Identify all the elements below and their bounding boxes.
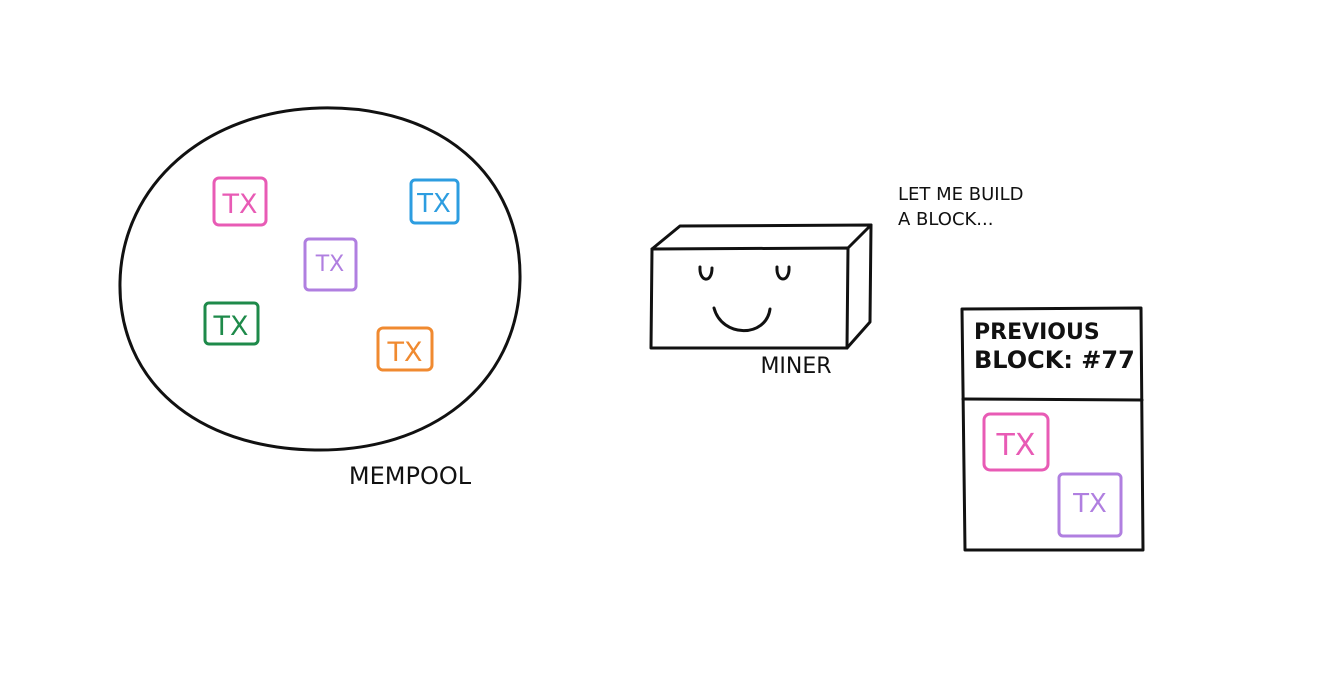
miner-smile [712, 306, 772, 332]
tx-label: TX [315, 252, 345, 277]
mempool-tx-1: TX [212, 176, 268, 227]
tx-box [1057, 472, 1123, 538]
block-group: PREVIOUS BLOCK: #77 TX TX [960, 306, 1145, 552]
tx-box [409, 178, 460, 225]
tx-label: TX [996, 428, 1036, 463]
miner-speech-line-2: A BLOCK... [898, 209, 993, 230]
mempool-tx-5: TX [376, 326, 434, 372]
mempool-label: MEMPOOL [349, 462, 472, 490]
mempool-group: TX TX TX TX TX MEMPOOL [118, 106, 522, 490]
miner-right-eye [775, 265, 791, 281]
tx-box [982, 412, 1050, 472]
block-header-line-2: BLOCK: #77 [974, 346, 1135, 374]
miner-side-face [845, 223, 873, 350]
mempool-tx-2: TX [409, 178, 460, 225]
miner-left-eye [698, 265, 714, 281]
tx-label: TX [416, 189, 451, 219]
tx-label: TX [387, 337, 423, 368]
block-header-line-1: PREVIOUS [974, 320, 1100, 345]
tx-box [203, 301, 260, 346]
block-tx-1: TX [982, 412, 1050, 472]
mempool-tx-4: TX [203, 301, 260, 346]
miner-top-face [650, 223, 873, 251]
mempool-circle [118, 106, 522, 452]
block-tx-2: TX [1057, 472, 1123, 538]
miner-group: MINER LET ME BUILD A BLOCK... [649, 184, 1023, 379]
tx-box [212, 176, 268, 227]
tx-box [376, 326, 434, 372]
tx-label: TX [1072, 489, 1107, 519]
miner-label: MINER [760, 354, 831, 379]
block-header-divider [961, 397, 1144, 402]
tx-box [303, 237, 358, 292]
mempool-tx-3: TX [303, 237, 358, 292]
miner-front-face [649, 246, 850, 350]
block-outline [960, 306, 1145, 552]
miner-speech-line-1: LET ME BUILD [898, 184, 1023, 205]
tx-label: TX [213, 311, 249, 342]
tx-label: TX [222, 189, 258, 220]
